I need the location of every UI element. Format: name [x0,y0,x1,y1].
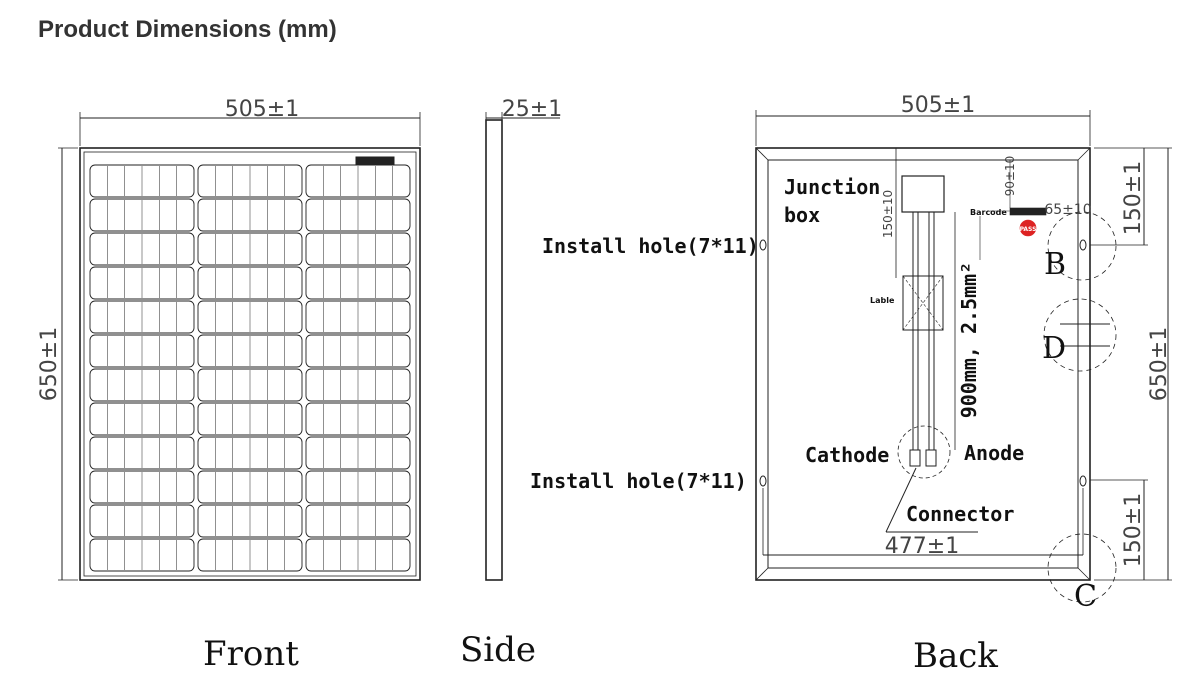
solar-cell [305,266,411,300]
solar-cell [305,198,411,232]
solar-cell [89,164,195,198]
solar-cell [197,436,303,470]
solar-cell [89,334,195,368]
solar-cell [89,436,195,470]
side-view [485,112,560,581]
detail-marker-d: D [1042,331,1066,366]
lable-label: Lable [870,296,895,305]
barcode-top-offset-dim: 90±10 [1003,156,1017,197]
bottom-hole-offset-dim: 150±1 [1121,493,1146,567]
solar-cell [89,368,195,402]
solar-cell [197,402,303,436]
solar-cell [89,300,195,334]
install-hole-bottom-label: Install hole(7*11) [530,469,747,493]
back-width-dim: 505±1 [901,93,975,118]
install-hole-top-label: Install hole(7*11) [542,234,759,258]
pass-stamp: PASS [1020,226,1037,233]
solar-cell [305,538,411,572]
solar-cell [89,538,195,572]
solar-cell [197,368,303,402]
solar-cell [197,470,303,504]
solar-cell [305,436,411,470]
hole-spacing-dim: 477±1 [885,534,959,559]
back-height-dim: 650±1 [1147,327,1172,401]
back-view [755,110,1172,603]
solar-cell [197,538,303,572]
solar-cell [89,470,195,504]
solar-cell [197,266,303,300]
solar-cell-grid [89,164,411,572]
anode-label: Anode [964,441,1024,465]
junction-box-offset-dim: 150±10 [881,190,895,238]
front-view [58,112,421,581]
cable-label: 900mm, 2.5mm² [957,262,981,419]
front-height-dim: 650±1 [37,327,62,401]
detail-marker-c: C [1074,579,1097,614]
solar-cell [89,198,195,232]
side-thickness-dim: 25±1 [502,97,562,122]
solar-cell [197,504,303,538]
solar-cell [197,300,303,334]
solar-cell [305,402,411,436]
detail-marker-b: B [1044,247,1066,282]
solar-cell [197,198,303,232]
solar-cell [305,334,411,368]
solar-cell [305,504,411,538]
junction-box-label-2: box [784,203,820,227]
top-hole-offset-dim: 150±1 [1121,161,1146,235]
solar-cell [197,164,303,198]
solar-cell [197,232,303,266]
cathode-label: Cathode [805,443,889,467]
side-view-label: Side [460,630,537,670]
solar-cell [305,232,411,266]
solar-cell [89,232,195,266]
solar-cell [305,368,411,402]
solar-cell [89,504,195,538]
barcode-side-offset-dim: 65±10 [1044,202,1091,218]
page-title: Product Dimensions (mm) [38,16,337,43]
solar-cell [305,470,411,504]
solar-cell [89,266,195,300]
solar-cell [89,402,195,436]
connector-label: Connector [906,502,1014,526]
solar-cell [305,300,411,334]
front-view-label: Front [203,634,299,674]
junction-box-label-1: Junction [784,175,880,199]
solar-cell [197,334,303,368]
back-view-label: Back [913,636,998,676]
front-width-dim: 505±1 [225,97,299,122]
barcode-label: Barcode [970,208,1007,217]
